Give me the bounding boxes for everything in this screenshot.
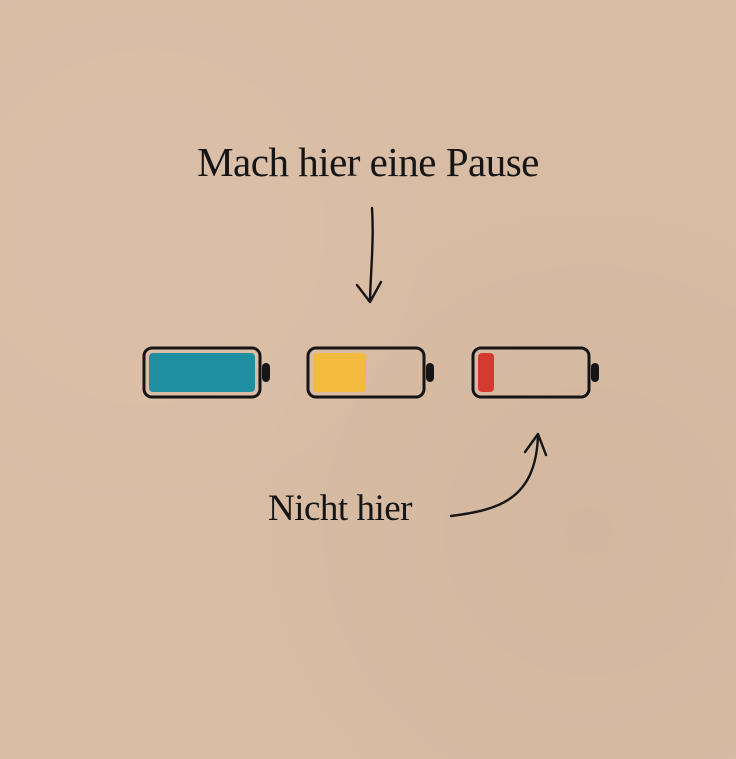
battery-body xyxy=(471,346,591,399)
battery-terminal xyxy=(262,363,270,382)
battery-fill xyxy=(313,353,366,392)
battery-half xyxy=(306,346,434,399)
battery-full xyxy=(142,346,270,399)
battery-fill xyxy=(149,353,255,392)
battery-group xyxy=(142,346,599,399)
headline-text: Mach hier eine Pause xyxy=(197,139,539,185)
battery-terminal xyxy=(591,363,599,382)
battery-body xyxy=(306,346,426,399)
arrow-down-head xyxy=(355,280,383,304)
battery-body xyxy=(142,346,262,399)
bottom-label-text: Nicht hier xyxy=(268,488,412,529)
battery-terminal xyxy=(426,363,434,382)
arrow-up-curve xyxy=(449,433,540,518)
arrow-down-stem xyxy=(368,206,374,302)
arrow-up-head xyxy=(523,432,548,457)
battery-low xyxy=(471,346,599,399)
battery-fill xyxy=(478,353,494,392)
